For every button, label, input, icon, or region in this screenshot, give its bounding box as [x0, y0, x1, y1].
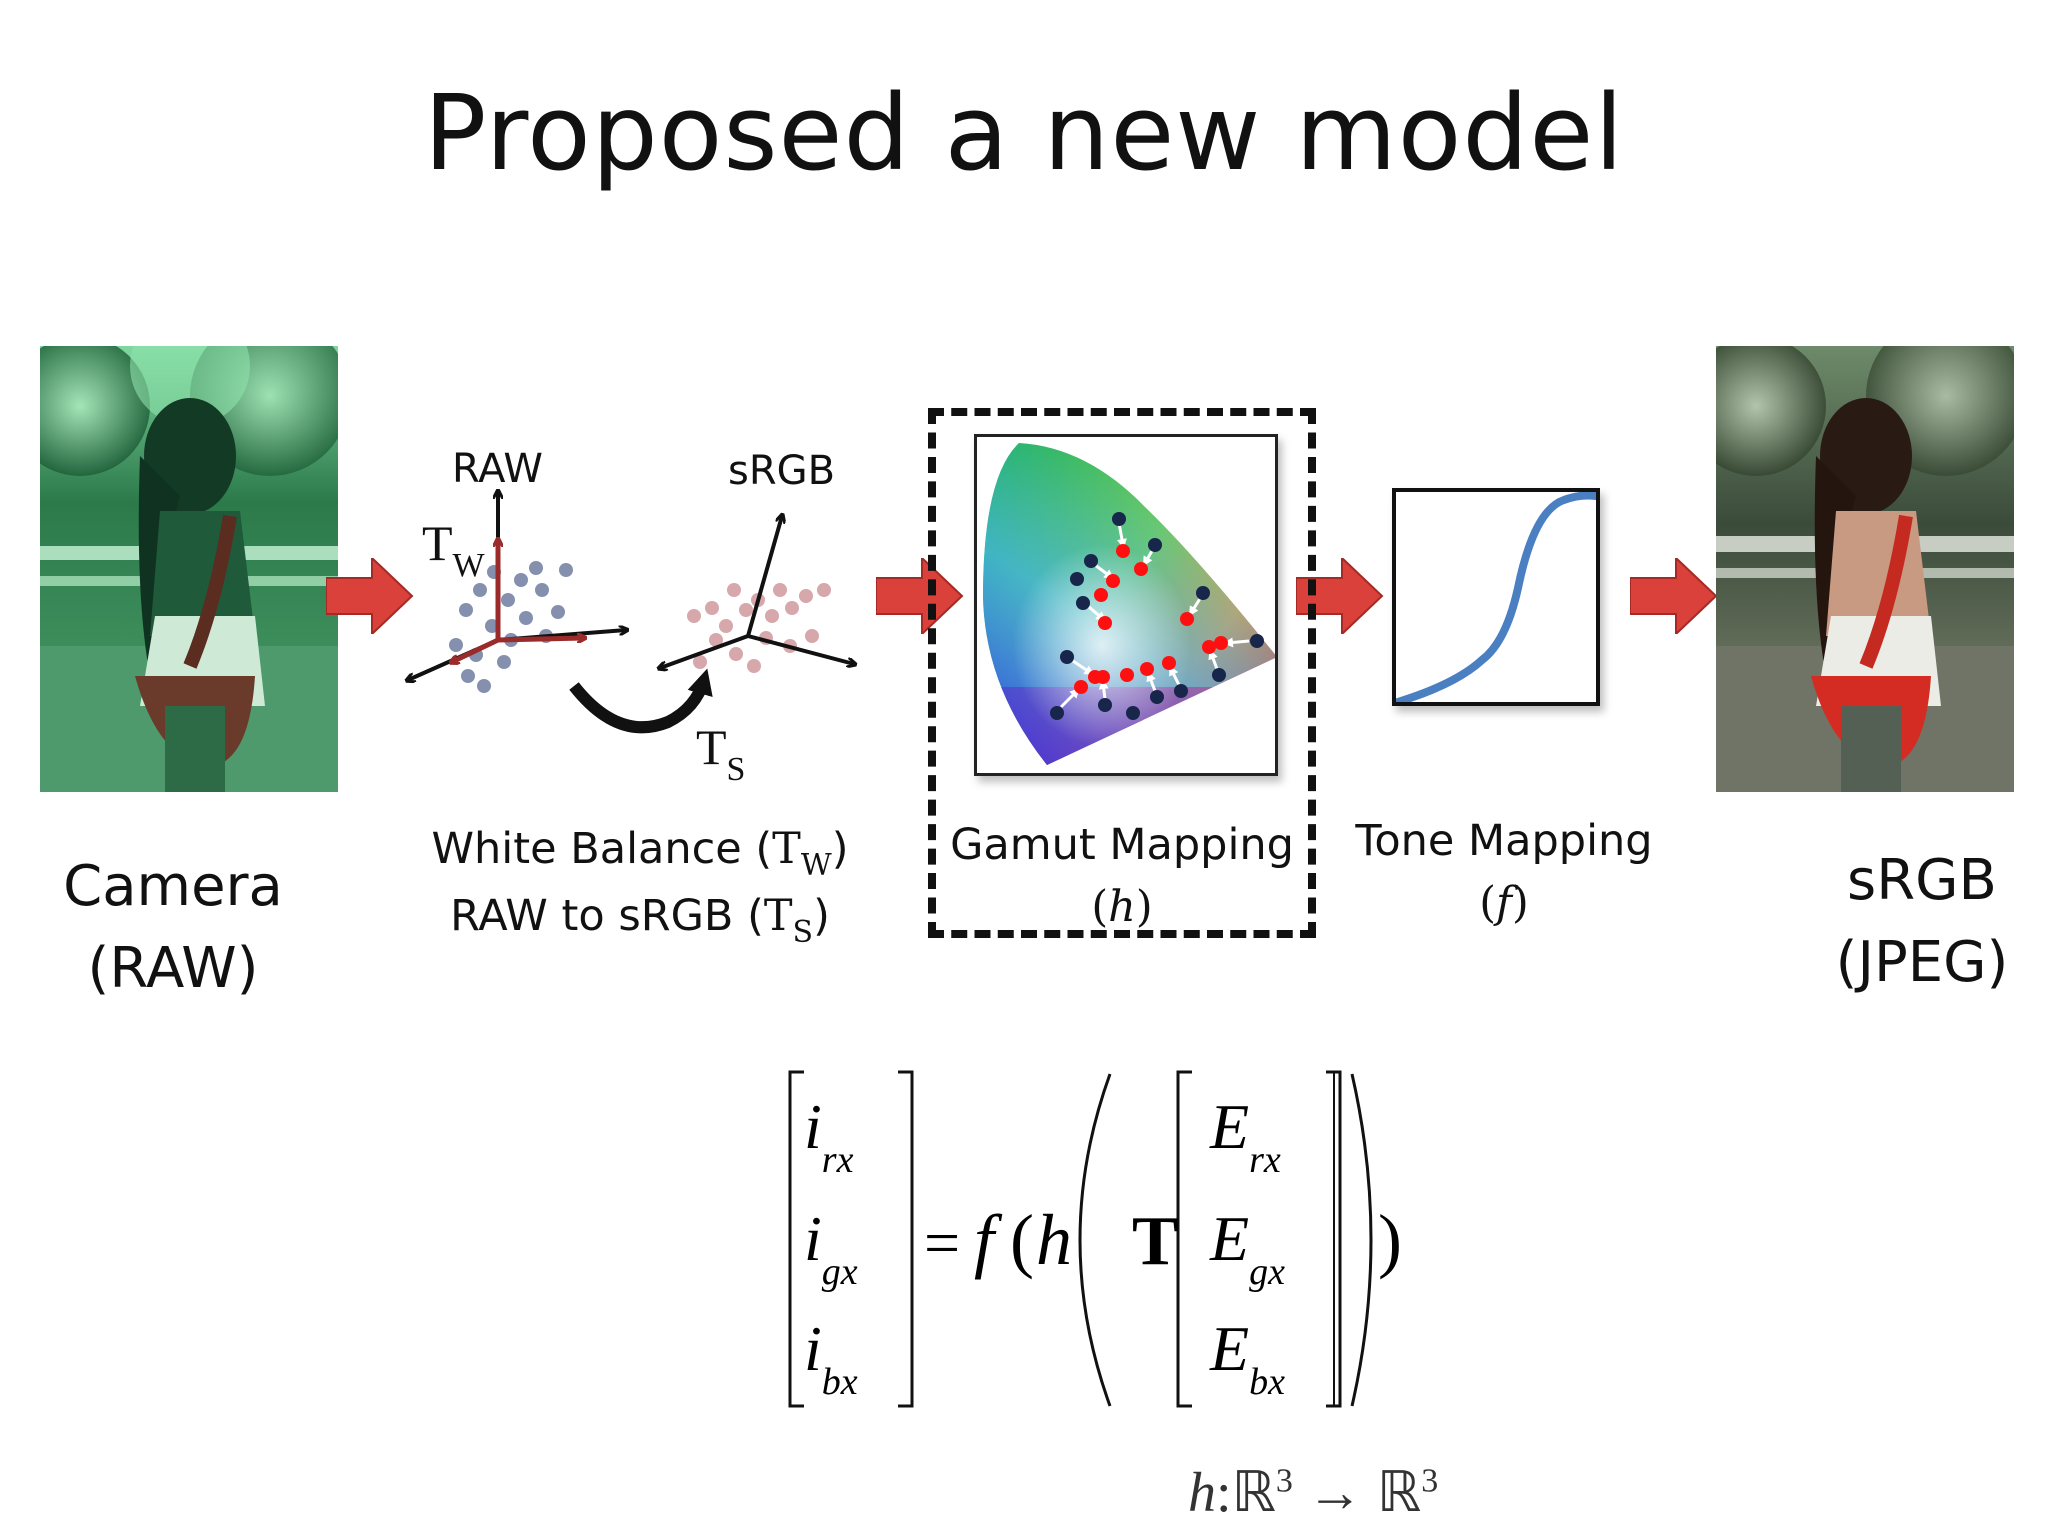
white-balance-line: White Balance (TW)	[431, 824, 849, 883]
t-matrix: T	[1132, 1203, 1179, 1280]
rhs-row-2: Ebx	[1209, 1313, 1285, 1403]
open-paren: (	[1010, 1200, 1034, 1280]
gamut-mapping-arrows	[1059, 522, 1250, 709]
camera-raw-label: Camera (RAW)	[63, 854, 283, 1001]
flow-arrow-4	[1630, 558, 1718, 634]
tone-mapping-title: Tone Mapping	[1355, 816, 1653, 866]
pipeline-equation: irx igx ibx = f ( h T Erx Egx Ebx )	[788, 1070, 1402, 1408]
tone-curve	[1394, 491, 1600, 706]
gamut-mapping-symbol: (h)	[1091, 882, 1153, 932]
gamut-mapping-title: Gamut Mapping	[950, 820, 1294, 870]
raw-to-srgb-line: RAW to sRGB (TS)	[450, 891, 830, 950]
rhs-row-1: Egx	[1209, 1203, 1285, 1293]
tone-mapping-symbol: (f)	[1479, 878, 1529, 928]
ts-label: TS	[696, 719, 746, 788]
gamut-target-dots	[1074, 544, 1228, 694]
rhs-row-0: Erx	[1209, 1091, 1281, 1181]
slide-title: Proposed a new model	[423, 72, 1625, 194]
chromaticity-diagram	[983, 443, 1277, 765]
white-balance-caption: White Balance (TW) RAW to sRGB (TS)	[400, 818, 880, 952]
axis-label-raw: RAW	[452, 446, 543, 492]
lhs-row-2: ibx	[804, 1313, 858, 1403]
flow-arrow-3	[1296, 558, 1384, 634]
flow-arrow-2	[876, 558, 964, 634]
lhs-row-0: irx	[804, 1091, 854, 1181]
f-function: f	[974, 1200, 1003, 1280]
gamut-mapping-caption: Gamut Mapping (h)	[940, 814, 1304, 938]
tw-label: TW	[422, 515, 485, 584]
h-function: h	[1036, 1200, 1072, 1280]
camera-raw-photo	[40, 346, 338, 792]
lhs-row-1: igx	[804, 1203, 858, 1293]
tone-curve-frame	[1392, 488, 1600, 706]
h-domain-annotation: h:ℝ3 → ℝ3	[1188, 1462, 1439, 1524]
gamut-source-dots	[1050, 512, 1264, 720]
srgb-jpeg-label: sRGB (JPEG)	[1835, 848, 2009, 995]
srgb-jpeg-photo	[1716, 346, 2014, 792]
close-paren: )	[1378, 1200, 1402, 1280]
axis-label-srgb: sRGB	[728, 448, 836, 494]
gamut-mapping-highlight-box	[928, 408, 1316, 938]
flow-arrow-1	[326, 558, 414, 634]
raw-scatter-dots	[449, 561, 573, 693]
gamut-chart-frame	[974, 434, 1278, 776]
tone-mapping-caption: Tone Mapping (f)	[1334, 810, 1674, 934]
white-balance-diagram	[396, 440, 876, 734]
equals-sign: =	[924, 1207, 960, 1278]
